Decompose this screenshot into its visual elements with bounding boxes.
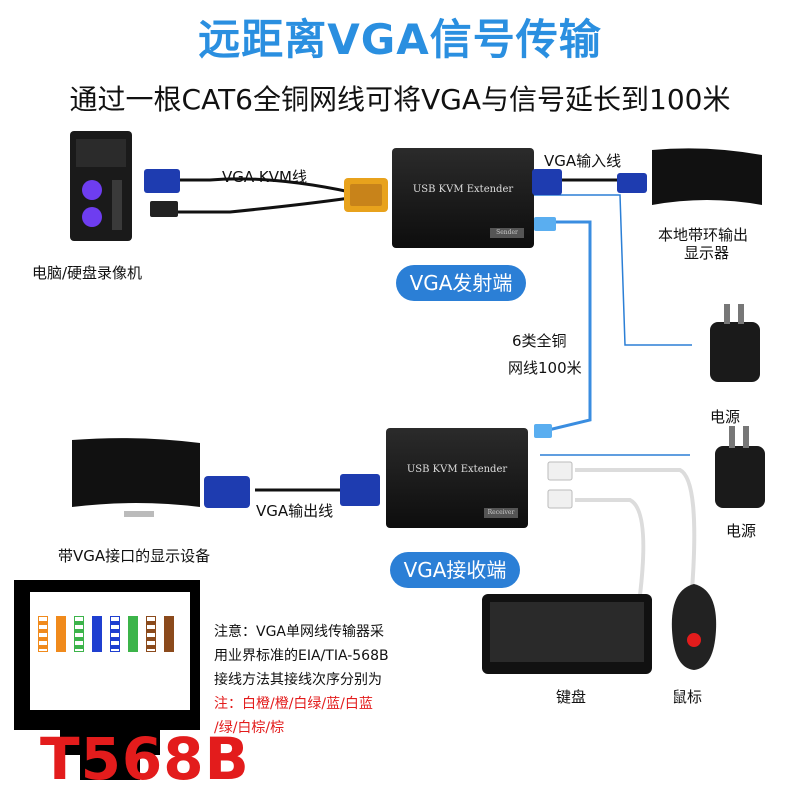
wire-label: 白橙 (37, 654, 49, 679)
vga-plug-icon-2 (204, 476, 250, 508)
receiver-device-name: USB KVM Extender (406, 464, 508, 475)
wire-pin: 绿 (126, 616, 140, 696)
wiring-note: 注意：VGA单网线传输器采 用业界标准的EIA/TIA-568B 接线方法其接线… (214, 620, 514, 740)
cable-label-2: 网线100米 (508, 359, 582, 377)
usb-port-icon (534, 424, 573, 509)
receiver-tag: Receiver (484, 508, 518, 518)
keyboard-icon (482, 594, 652, 674)
sender-tag: Sender (490, 228, 524, 238)
note-line-3: 接线方法其接线次序分别为 (214, 672, 382, 688)
wire-pin: 棕 (162, 616, 176, 696)
vga-plug-icon (144, 169, 180, 217)
wire-pin: 白蓝 (108, 616, 122, 696)
note-line-2: 用业界标准的EIA/TIA-568B (214, 648, 389, 664)
wire-pin: 橙 (54, 616, 68, 696)
vga-connector-icon (344, 178, 388, 212)
display-monitor-icon (72, 438, 200, 517)
vga-output-cable-label: VGA输出线 (256, 502, 334, 520)
sender-extender: USB KVM Extender Sender (392, 148, 534, 248)
computer-icon (70, 131, 132, 241)
page-subtitle: 通过一根CAT6全铜网线可将VGA与信号延长到100米 (69, 83, 731, 116)
wire-color-bar (164, 616, 174, 652)
computer-label: 电脑/硬盘录像机 (32, 264, 143, 282)
wire-color-bar (92, 616, 102, 652)
vga-port-icon (532, 169, 562, 195)
wire-label: 白绿 (73, 654, 85, 679)
power-label-1: 电源 (710, 408, 741, 426)
wire-color-bar (110, 616, 120, 652)
wire-color-bar (146, 616, 156, 652)
wire-label: 白棕 (145, 654, 157, 679)
wire-pin: 白橙 (36, 616, 50, 696)
wire-label: 绿 (127, 654, 139, 667)
local-monitor-label: 本地带环输出 (658, 226, 749, 244)
vga-kvm-cable-label: VGA KVM线 (222, 168, 307, 186)
wire-pin: 白棕 (144, 616, 158, 696)
pin-strip: 白橙橙白绿蓝白蓝绿白棕棕 (36, 616, 186, 696)
vga-port-icon-receiver (340, 474, 380, 506)
power-label-2: 电源 (726, 522, 757, 540)
note-line-5: /绿/白棕/棕 (214, 720, 285, 736)
wire-color-bar (38, 616, 48, 652)
wire-pin: 蓝 (90, 616, 104, 696)
local-monitor-label-2: 显示器 (684, 244, 730, 262)
mouse-icon (671, 584, 717, 670)
wire-label: 蓝 (91, 654, 103, 667)
sender-pill: VGA发射端 (396, 265, 526, 301)
wire-label: 橙 (55, 654, 67, 667)
cable-label-1: 6类全铜 (512, 332, 567, 350)
wire-pin: 白绿 (72, 616, 86, 696)
wire-label: 白蓝 (109, 654, 121, 679)
display-device-label: 带VGA接口的显示设备 (58, 547, 211, 565)
note-line-4: 注：白橙/橙/白绿/蓝/白蓝 (214, 696, 373, 712)
rj45-port-icon (534, 217, 556, 231)
receiver-pill: VGA接收端 (390, 552, 520, 588)
wiring-standard: T568B (40, 725, 250, 793)
rj45-wiring-card: 白橙橙白绿蓝白蓝绿白棕棕 (0, 580, 210, 790)
keyboard-label: 键盘 (556, 688, 587, 706)
power-adapter-icon (710, 304, 760, 382)
note-line-1: 注意：VGA单网线传输器采 (214, 624, 385, 640)
wire-color-bar (56, 616, 66, 652)
power-adapter-icon-2 (715, 426, 765, 508)
wire-label: 棕 (163, 654, 175, 667)
page-title: 远距离VGA信号传输 (198, 15, 602, 64)
monitor-icon (617, 148, 762, 205)
wire-color-bar (128, 616, 138, 652)
receiver-extender: USB KVM Extender Receiver (386, 428, 528, 528)
wire-color-bar (74, 616, 84, 652)
mouse-label: 鼠标 (672, 688, 703, 706)
vga-input-cable-label: VGA输入线 (544, 152, 622, 170)
sender-device-name: USB KVM Extender (412, 184, 514, 195)
